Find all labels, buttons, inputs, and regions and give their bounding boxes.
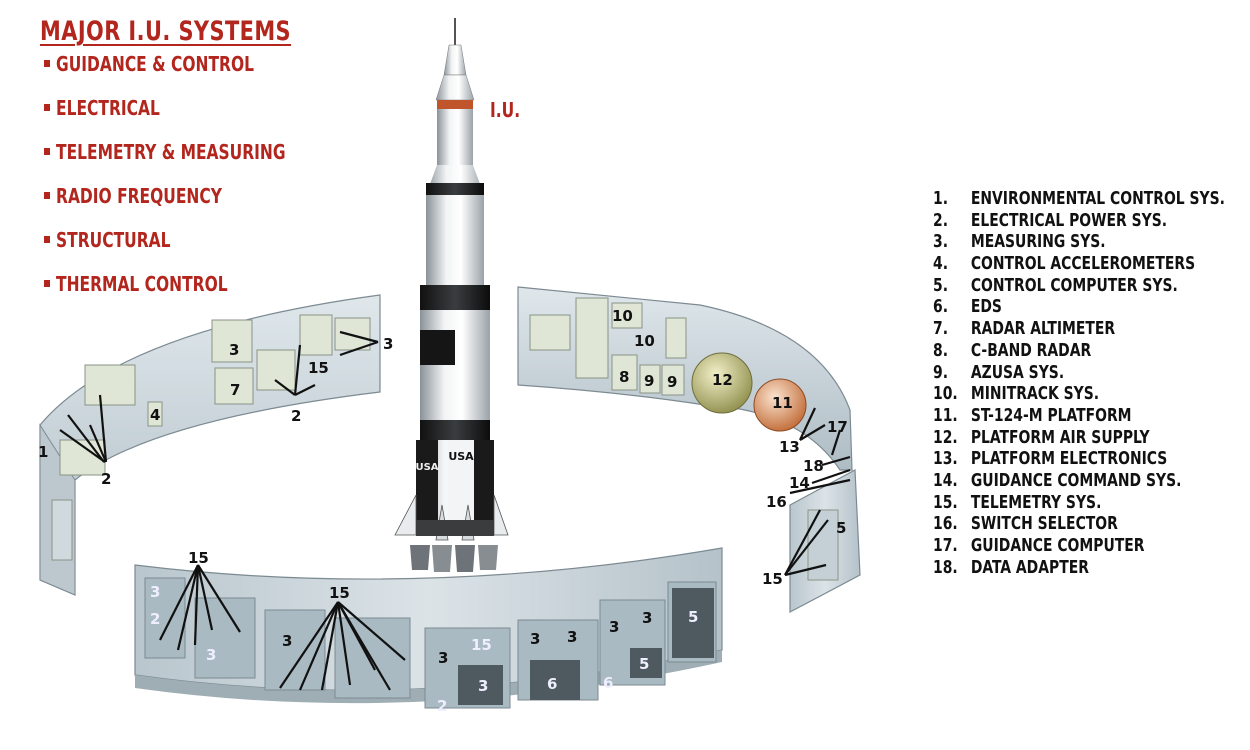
callout-label: 15 [188,549,209,567]
callout-label: 18 [803,457,824,475]
callout-label: 7 [230,381,240,399]
bullet-square-icon [44,60,51,67]
legend-item: 6.EDS [933,296,1002,318]
bullet-square-icon [44,104,51,111]
iu-shell-right [517,286,861,613]
st-124-m-platform-sphere [753,378,807,432]
major-system-item: TELEMETRY & MEASURING [44,140,286,184]
callout-label: 3 [642,609,652,627]
major-system-item: THERMAL CONTROL [44,272,286,316]
callout-label: 1 [38,443,48,461]
legend-item: 15.TELEMETRY SYS. [933,491,1102,513]
legend-item: 4.CONTROL ACCELEROMETERS [933,253,1196,275]
callout-label: 5 [639,655,649,673]
legend-item: 13.PLATFORM ELECTRONICS [933,448,1168,470]
diagram-title: MAJOR I.U. SYSTEMS [40,16,292,47]
legend-item: 5.CONTROL COMPUTER SYS. [933,274,1178,296]
legend-item: 7.RADAR ALTIMETER [933,318,1116,340]
iu-label: I.U. [490,98,521,122]
component-legend: 1.ENVIRONMENTAL CONTROL SYS. 2.ELECTRICA… [933,188,1250,578]
callout-label: 3 [282,632,292,650]
callout-label: 3 [567,628,577,646]
legend-item: 12.PLATFORM AIR SUPPLY [933,426,1150,448]
legend-item: 17.GUIDANCE COMPUTER [933,535,1145,556]
callout-label: 6 [547,675,557,693]
callout-label: 3 [150,583,160,601]
callout-label: 13 [779,438,800,456]
callout-label: 15 [762,570,783,588]
legend-item: 9.AZUSA SYS. [933,361,1065,383]
legend-item: 8.C-BAND RADAR [933,339,1092,361]
callout-label: 16 [766,493,787,511]
bullet-square-icon [44,280,51,287]
legend-item: 2.ELECTRICAL POWER SYS. [933,209,1168,231]
rocket-marking: USA [415,462,438,473]
legend-item: 18.DATA ADAPTER [933,556,1089,578]
callout-label: 17 [827,418,848,436]
major-system-item: GUIDANCE & CONTROL [44,52,286,96]
callout-label: 3 [438,649,448,667]
major-system-item: RADIO FREQUENCY [44,184,286,228]
callout-label: 10 [612,307,633,325]
callout-label: 3 [383,335,393,353]
callout-label: 15 [471,636,492,654]
platform-air-supply-sphere [691,352,753,414]
legend-item: 3.MEASURING SYS. [933,231,1106,253]
legend-item: 11.ST-124-M PLATFORM [933,404,1132,426]
callout-label: 2 [150,610,160,628]
major-systems-list: GUIDANCE & CONTROL ELECTRICAL TELEMETRY … [44,52,325,316]
saturn-v-rocket: USA USA [394,18,509,572]
iu-shell-left [39,294,381,596]
legend-item: 10.MINITRACK SYS. [933,383,1100,405]
callout-label: 10 [634,332,655,350]
callout-numbers: 1 2 2 3 3 4 7 15 10 10 8 9 9 12 11 13 17… [38,307,848,715]
callout-label: 3 [206,646,216,664]
bullet-square-icon [44,192,51,199]
callout-label: 11 [772,394,793,412]
callout-label: 3 [530,630,540,648]
major-system-item: ELECTRICAL [44,96,286,140]
callout-label: 5 [836,519,846,537]
iu-shell-front [134,547,723,709]
callout-label: 2 [291,407,301,425]
callout-label: 15 [329,584,350,602]
legend-item: 14.GUIDANCE COMMAND SYS. [933,469,1182,491]
callout-label: 3 [609,618,619,636]
callout-label: 9 [644,372,654,390]
callout-label: 5 [688,608,698,626]
callout-label: 9 [667,373,677,391]
bullet-square-icon [44,236,51,243]
major-system-item: STRUCTURAL [44,228,286,272]
callout-label: 3 [229,341,239,359]
callout-label: 8 [619,368,629,386]
callout-label: 2 [101,470,111,488]
callout-label: 2 [437,697,447,715]
legend-item: 1.ENVIRONMENTAL CONTROL SYS. [933,188,1225,209]
callout-label: 14 [789,474,810,492]
leader-lines [59,330,851,691]
legend-item: 16.SWITCH SELECTOR [933,513,1118,535]
callout-label: 4 [150,406,160,424]
callout-label: 3 [478,677,488,695]
rocket-marking: USA [448,450,474,463]
callout-label: 12 [712,371,733,389]
callout-label: 6 [603,674,613,692]
callout-label: 15 [308,359,329,377]
bullet-square-icon [44,148,51,155]
